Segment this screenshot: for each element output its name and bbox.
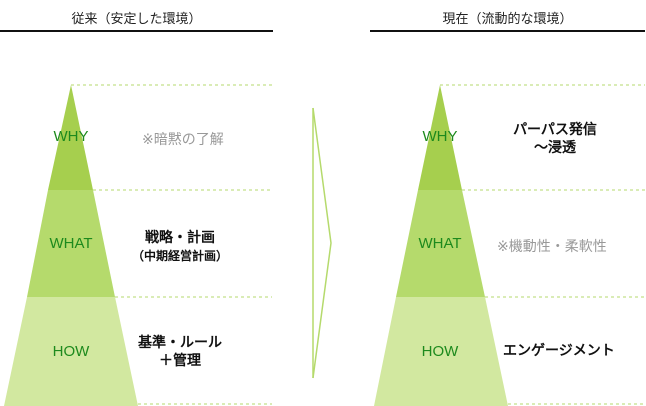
right-why-label: WHY [422, 128, 458, 145]
left-what-text: 戦略・計画 （中期経営計画） [130, 229, 230, 265]
chevron-arrow-icon [312, 107, 332, 379]
left-why-tier [48, 85, 93, 190]
right-why-line2: ～浸透 [534, 140, 576, 156]
left-how-label: HOW [52, 343, 90, 360]
left-what-label: WHAT [49, 235, 93, 252]
left-title: 従来（安定した環境） [71, 12, 202, 27]
right-why-tier [418, 85, 462, 190]
left-how-tier [4, 297, 138, 406]
left-what-line1: 戦略・計画 [145, 230, 215, 246]
right-how-text: エンゲージメント [503, 343, 615, 359]
right-how-label: HOW [421, 343, 459, 360]
left-why-text: ※暗黙の了解 [142, 132, 224, 148]
left-how-line2: ＋管理 [159, 353, 201, 369]
right-what-text: ※機動性・柔軟性 [497, 239, 607, 255]
right-title: 現在（流動的な環境） [442, 12, 573, 27]
right-why-line1: パーパス発信 [513, 122, 597, 138]
left-why-label: WHY [53, 128, 89, 145]
right-how-tier [374, 297, 508, 406]
right-what-label: WHAT [418, 235, 462, 252]
right-why-text: パーパス発信 ～浸透 [500, 121, 610, 157]
left-how-text: 基準・ルール ＋管理 [130, 334, 230, 370]
left-what-line2: （中期経営計画） [131, 249, 228, 263]
right-what-tier [396, 190, 485, 297]
left-how-line1: 基準・ルール [138, 335, 222, 351]
left-what-tier [27, 190, 115, 297]
